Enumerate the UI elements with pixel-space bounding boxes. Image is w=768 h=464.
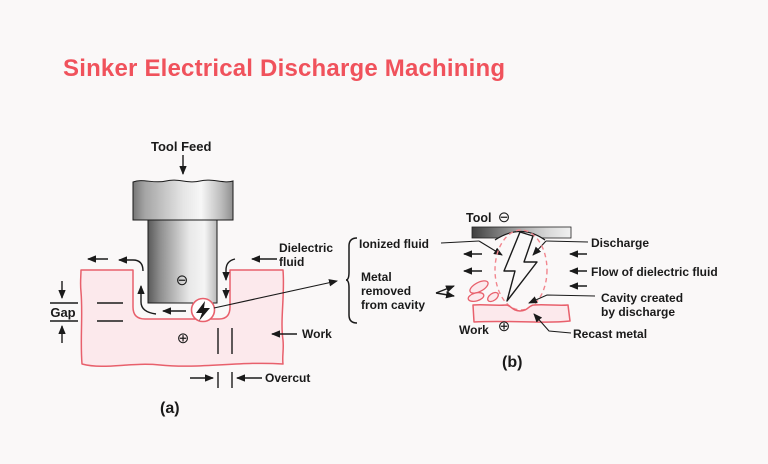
gap-dimension bbox=[50, 281, 123, 343]
leader-cavity-created bbox=[528, 294, 596, 304]
leader-ionized-fluid bbox=[440, 240, 503, 256]
tool-a bbox=[132, 179, 234, 304]
work-piece-a bbox=[79, 269, 285, 368]
discharge-label: Discharge bbox=[591, 236, 650, 250]
caption-b: (b) bbox=[502, 354, 523, 371]
tool-feed-label: Tool Feed bbox=[151, 139, 212, 154]
page-title: Sinker Electrical Discharge Machining bbox=[63, 55, 506, 82]
metal-removed-label: Metal removed from cavity bbox=[361, 270, 426, 313]
cavity-created-label: Cavity created by discharge bbox=[601, 291, 684, 320]
leader-recast-metal bbox=[533, 313, 572, 334]
ionized-fluid-label: Ionized fluid bbox=[359, 237, 429, 251]
plus-circle-icon: ⊕ bbox=[176, 330, 190, 347]
gap-label: Gap bbox=[50, 305, 76, 320]
flow-arrows-b bbox=[463, 250, 587, 290]
overcut-dimension bbox=[190, 328, 262, 388]
recast-metal-label: Recast metal bbox=[573, 327, 648, 341]
dielectric-fluid-label: Dielectric fluid bbox=[279, 241, 334, 270]
minus-circle-icon: ⊖ bbox=[175, 272, 189, 289]
leader-discharge bbox=[532, 240, 589, 256]
discharge-column-b bbox=[494, 229, 548, 311]
fluid-flow-arrows-a bbox=[87, 255, 277, 315]
detail-leader-line bbox=[213, 279, 338, 309]
tool-head bbox=[132, 179, 234, 221]
tool-label-b: Tool bbox=[466, 211, 492, 225]
lightning-bolt-icon bbox=[196, 301, 210, 321]
flow-label: Flow of dielectric fluid bbox=[591, 265, 718, 279]
spark-a bbox=[190, 297, 216, 323]
work-label-b: Work bbox=[459, 323, 489, 337]
discharge-ellipse bbox=[494, 229, 548, 311]
caption-a: (a) bbox=[160, 400, 180, 417]
plus-circle-icon: ⊕ bbox=[497, 318, 511, 335]
work-label-a: Work bbox=[302, 327, 332, 341]
label-brace-b bbox=[345, 237, 358, 324]
overcut-label: Overcut bbox=[265, 371, 311, 385]
work-slab-b bbox=[472, 303, 571, 323]
tool-shaft bbox=[147, 219, 218, 304]
metal-debris-b bbox=[435, 280, 499, 303]
lightning-bolt-icon bbox=[503, 231, 538, 302]
minus-circle-icon: ⊖ bbox=[497, 209, 511, 226]
